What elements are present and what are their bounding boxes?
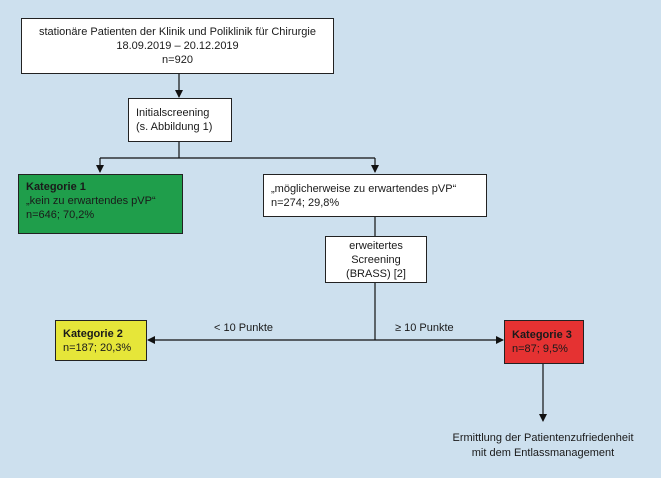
outcome-text: Ermittlung der Patientenzufriedenheit mi… bbox=[430, 431, 656, 461]
category3-title: Kategorie 3 bbox=[512, 329, 572, 341]
edge-label-lt10: < 10 Punkte bbox=[214, 322, 274, 334]
initial-screening-title: Initialscreening bbox=[136, 107, 210, 119]
initial-screening-box: Initialscreening (s. Abbildung 1) bbox=[128, 98, 232, 142]
category1-n: n=646; 70,2% bbox=[26, 209, 95, 221]
outcome-line2: mit dem Entlassmanagement bbox=[471, 447, 615, 459]
initial-screening-ref: (s. Abbildung 1) bbox=[136, 121, 213, 133]
possible-pvp-label: „möglicherweise zu erwartendes pVP“ bbox=[271, 182, 457, 195]
population-box: stationäre Patienten der Klinik und Poli… bbox=[21, 18, 334, 74]
category2-box: Kategorie 2 n=187; 20,3% bbox=[55, 320, 147, 361]
category3-n: n=87; 9,5% bbox=[512, 343, 568, 355]
category2-title: Kategorie 2 bbox=[63, 327, 123, 340]
population-n: n=920 bbox=[162, 54, 193, 66]
extended-screening-box: erweitertes Screening (BRASS) [2] bbox=[325, 236, 427, 283]
possible-pvp-n: n=274; 29,8% bbox=[271, 196, 340, 209]
category1-label: „kein zu erwartendes pVP“ bbox=[26, 195, 156, 207]
category1-box: Kategorie 1 „kein zu erwartendes pVP“ n=… bbox=[18, 174, 183, 234]
population-dates: 18.09.2019 – 20.12.2019 bbox=[116, 40, 239, 52]
category1-title: Kategorie 1 bbox=[26, 181, 86, 193]
edge-label-ge10: ≥ 10 Punkte bbox=[395, 322, 454, 334]
category2-n: n=187; 20,3% bbox=[63, 341, 132, 354]
extended-screening-title: erweitertes Screening bbox=[349, 239, 403, 266]
extended-screening-ref: (BRASS) [2] bbox=[346, 267, 406, 280]
possible-pvp-box: „möglicherweise zu erwartendes pVP“ n=27… bbox=[263, 174, 487, 217]
population-line1: stationäre Patienten der Klinik und Poli… bbox=[39, 26, 316, 38]
category3-box: Kategorie 3 n=87; 9,5% bbox=[504, 320, 584, 364]
outcome-line1: Ermittlung der Patientenzufriedenheit bbox=[452, 432, 634, 444]
